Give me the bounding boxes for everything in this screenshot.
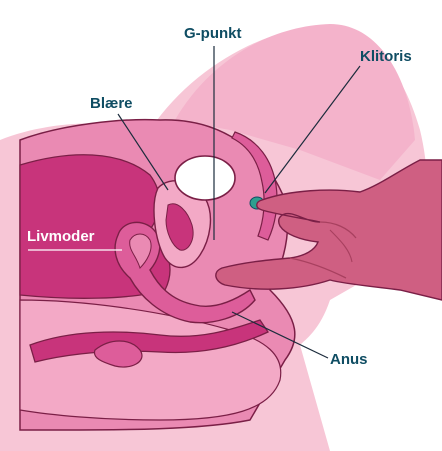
pubic-bone: [174, 155, 236, 201]
finger-crease-lower: [289, 257, 347, 279]
label-anus: Anus: [330, 351, 368, 368]
anus-leader: [231, 311, 329, 359]
label-g-punkt: G-punkt: [184, 25, 242, 42]
finger-crease: [319, 221, 357, 239]
knuckle-fold: [329, 229, 353, 263]
uterus-inner: [129, 233, 152, 269]
vaginal-canal: [165, 203, 194, 251]
hand-illustration: [215, 159, 442, 301]
blaere-leader: [117, 113, 169, 191]
klitoris-leader: [264, 65, 361, 194]
label-livmoder: Livmoder: [27, 228, 95, 245]
label-blaere: Blære: [90, 95, 133, 112]
vulva-fold: [231, 131, 278, 241]
upper-pink-lobe: [175, 24, 415, 180]
rear-tissue-band: [19, 299, 282, 421]
anal-canal: [93, 340, 143, 368]
label-klitoris: Klitoris: [360, 48, 412, 65]
